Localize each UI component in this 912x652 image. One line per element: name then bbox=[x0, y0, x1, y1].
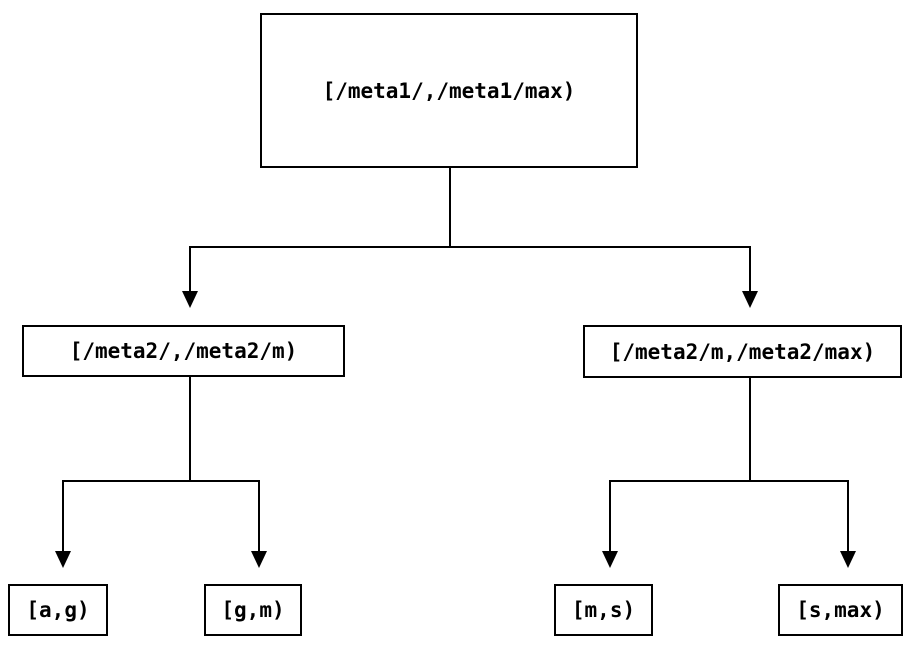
node-meta2-right: [/meta2/m,/meta2/max) bbox=[583, 325, 902, 378]
node-leaf-gm: [g,m) bbox=[204, 584, 302, 636]
arrowhead-leaf-smax bbox=[840, 551, 856, 568]
arrowhead-meta2-right bbox=[742, 291, 758, 308]
node-leaf-smax: [s,max) bbox=[778, 584, 903, 636]
node-leaf-ms: [m,s) bbox=[554, 584, 653, 636]
node-leaf-ag: [a,g) bbox=[8, 584, 108, 636]
arrowhead-leaf-ms bbox=[602, 551, 618, 568]
node-meta2-left: [/meta2/,/meta2/m) bbox=[22, 325, 345, 377]
arrowhead-leaf-gm bbox=[251, 551, 267, 568]
arrowhead-meta2-left bbox=[182, 291, 198, 308]
arrowhead-leaf-ag bbox=[55, 551, 71, 568]
node-root: [/meta1/,/meta1/max) bbox=[260, 13, 638, 168]
